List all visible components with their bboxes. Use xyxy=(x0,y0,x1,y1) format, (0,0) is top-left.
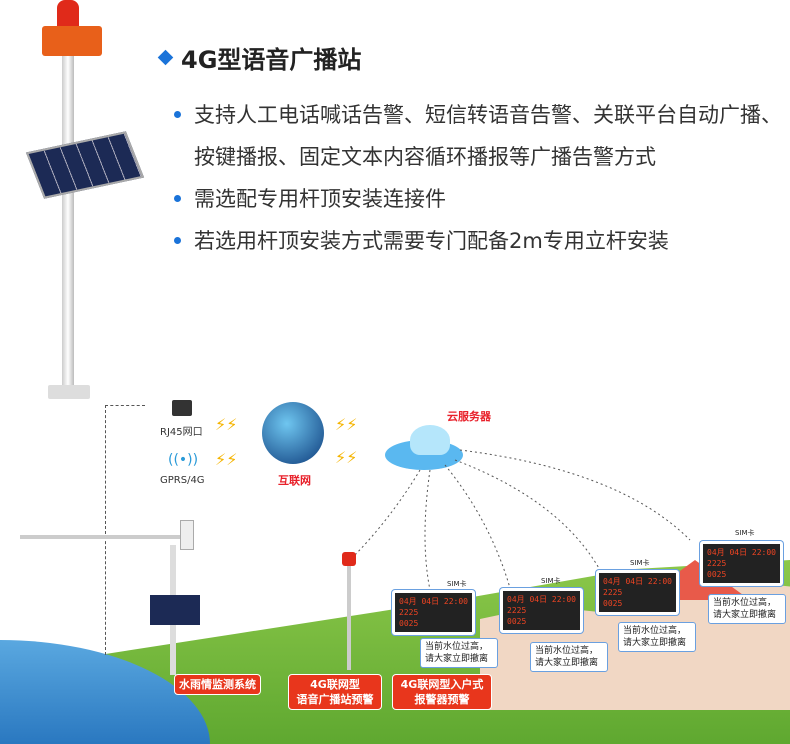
sim-label: SIM卡 xyxy=(630,559,650,567)
gprs-label: GPRS/4G xyxy=(160,475,205,486)
sim-label: SIM卡 xyxy=(541,577,561,585)
broadcast-pole-small xyxy=(347,560,351,670)
label-broadcast: 4G联网型 语音广播站预警 xyxy=(288,674,382,710)
alert-bubble: 当前水位过高，请大家立即撤离 xyxy=(420,638,498,668)
rj45-label: RJ45网口 xyxy=(160,427,203,438)
monitoring-station xyxy=(20,515,200,675)
alert-bubble: 当前水位过高，请大家立即撤离 xyxy=(708,594,786,624)
sim-label: SIM卡 xyxy=(447,580,467,588)
lightning-icon: ⚡⚡ xyxy=(335,448,358,467)
sim-label: SIM卡 xyxy=(735,529,755,537)
globe-icon xyxy=(262,402,324,464)
feature-item: 需选配专用杆顶安装连接件 xyxy=(172,178,787,220)
lightning-icon: ⚡⚡ xyxy=(335,415,358,434)
internet-label: 互联网 xyxy=(278,474,311,487)
siren-icon xyxy=(57,0,79,28)
signal-icon: ((•)) xyxy=(168,452,199,468)
broadcast-pole-image xyxy=(0,0,150,410)
alert-bubble: 当前水位过高，请大家立即撤离 xyxy=(530,642,608,672)
cloud-label: 云服务器 xyxy=(447,410,491,423)
lightning-icon: ⚡⚡ xyxy=(215,450,238,469)
alert-bubble: 当前水位过高，请大家立即撤离 xyxy=(618,622,696,652)
page-title: 4G型语音广播站 xyxy=(157,40,361,75)
siren-icon xyxy=(342,552,356,566)
label-home-alarm: 4G联网型入户式 报警器预警 xyxy=(392,674,492,710)
feature-item: 支持人工电话喊话告警、短信转语音告警、关联平台自动广播、按键播报、固定文本内容循… xyxy=(172,94,787,178)
lightning-icon: ⚡⚡ xyxy=(215,415,238,434)
cloud-icon xyxy=(410,425,450,455)
rj45-icon xyxy=(172,400,192,416)
speaker-icon xyxy=(42,26,102,56)
label-hydrology: 水雨情监测系统 xyxy=(174,674,261,695)
feature-list: 支持人工电话喊话告警、短信转语音告警、关联平台自动广播、按键播报、固定文本内容循… xyxy=(172,94,787,262)
feature-item: 若选用杆顶安装方式需要专门配备2m专用立杆安装 xyxy=(172,220,787,262)
